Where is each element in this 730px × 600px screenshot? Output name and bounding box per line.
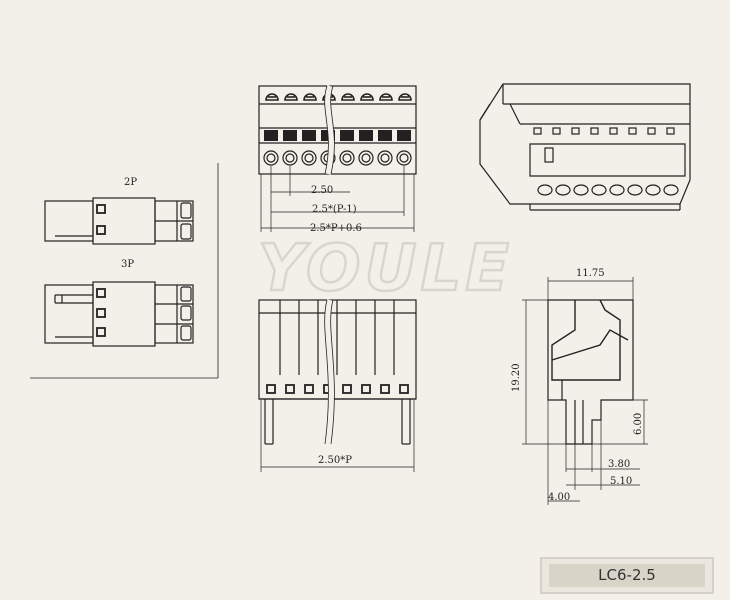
front-view [258,85,417,232]
label-3p: 3P [121,259,134,270]
dim-profile-height: 19.20 [511,363,522,392]
label-2p: 2P [124,177,137,188]
bottom-view [258,299,417,472]
dim-profile-width: 11.75 [576,268,605,279]
dim-profile-d3: 4.00 [548,492,570,503]
dim-overall: 2.5*P+0.6 [310,223,362,234]
dim-pitch: 2.50 [311,185,333,196]
model-label: LC6-2.5 [549,564,705,587]
dim-span: 2.5*(P-1) [312,204,357,215]
profile-view [522,277,648,505]
dim-profile-d1: 3.80 [608,459,630,470]
model-label-box: LC6-2.5 [540,557,714,594]
dim-profile-d2: 5.10 [610,476,632,487]
watermark-text: YOULE [258,232,513,306]
dim-profile-pin: 6.00 [633,413,644,435]
connector-2p-side [44,197,194,245]
connector-3p-side [44,281,194,347]
dim-width: 2.50*P [318,455,352,466]
isometric-view [479,83,691,211]
side-view-panel [30,163,219,379]
